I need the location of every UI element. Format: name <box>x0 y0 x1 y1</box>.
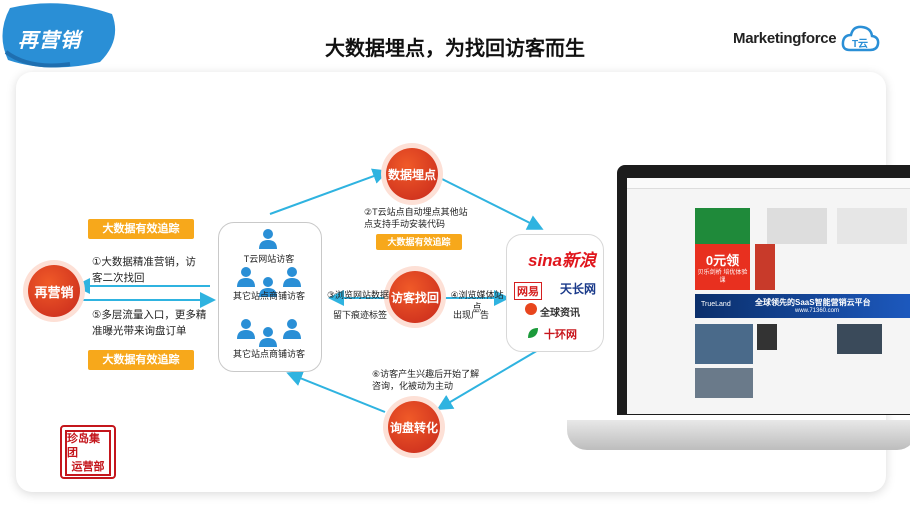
shihuan-logo: 十环网 <box>544 329 577 341</box>
step5-text: ⑤多层流量入口，更多精准曝光带来询盘订单 <box>92 309 207 337</box>
wangyi-logo: 网易 <box>514 282 542 300</box>
badge-blob <box>2 3 116 68</box>
person-icon <box>259 327 277 347</box>
stamp-line-1: 珍岛集团 <box>67 433 100 459</box>
step3-line1: ③浏览网站数据 <box>326 290 390 300</box>
step1-text: ①大数据精准营销，访客二次找回 <box>92 256 196 284</box>
person-icon <box>283 319 301 339</box>
cloud-logo-icon: T云 <box>841 25 880 52</box>
data-tracking-circle: 数据埋点 <box>386 148 438 200</box>
screen-banner-url: www.71360.com <box>795 308 840 314</box>
person-icon <box>237 319 255 339</box>
screen-banner-title: 全球领先的SaaS智能营销云平台 <box>755 298 871 307</box>
site-label-bottom: 其它站点商铺访客 <box>232 349 305 359</box>
step3-line2: 留下痕迹标签 <box>332 310 387 320</box>
brand-logo: Marketingforce <box>733 30 837 47</box>
screen-ad-price: 0元领 <box>705 253 740 268</box>
page-title: 大数据埋点，为找回访客而生 <box>325 38 585 60</box>
globe-icon <box>525 303 537 315</box>
tianchang-logo: 天长网 <box>560 282 597 296</box>
svg-text:T云: T云 <box>852 38 868 50</box>
step4-line2: 出现广告 <box>452 310 489 320</box>
quanqiu-logo: 全球资讯 <box>540 308 580 319</box>
person-icon <box>237 267 255 287</box>
site-label-top: T云网站访客 <box>243 254 295 264</box>
badge-label: 再营销 <box>18 30 81 52</box>
screen-banner-logo: TrueLand <box>701 301 731 308</box>
screen-ad-sub: 贝乐剑桥 培优体验课 <box>697 270 748 284</box>
laptop-base <box>567 420 910 450</box>
step6-text: ⑥访客产生兴趣后开始了解咨询，化被动为主动 <box>372 369 480 391</box>
sina-logo: sina新浪 <box>528 251 597 270</box>
tag-bottom-left: 大数据有效追踪 <box>88 350 194 370</box>
stamp-line-2: 运营部 <box>71 461 105 473</box>
person-icon <box>259 277 277 297</box>
visitor-recovery-circle: 访客找回 <box>389 271 441 323</box>
laptop-screen: 0元领 贝乐剑桥 培优体验课 TrueLand 全球领先的SaaS智能营销云平台… <box>627 178 910 414</box>
tag-top-center: 大数据有效追踪 <box>376 234 462 250</box>
remarketing-circle: 再营销 <box>28 265 80 317</box>
step4-line1: ④浏览媒体站点 <box>450 290 504 312</box>
person-icon <box>259 229 277 249</box>
tag-top-left: 大数据有效追踪 <box>88 219 194 239</box>
tracking-note: ②T云站点自动埋点其他站点支持手动安装代码 <box>364 207 468 229</box>
company-stamp: 珍岛集团 运营部 <box>60 425 116 479</box>
person-icon <box>283 267 301 287</box>
site-label-middle: 其它站点商铺访客 <box>232 291 305 301</box>
leaf-icon <box>528 328 538 338</box>
inquiry-conversion-circle: 询盘转化 <box>388 401 440 453</box>
media-box <box>506 234 604 352</box>
